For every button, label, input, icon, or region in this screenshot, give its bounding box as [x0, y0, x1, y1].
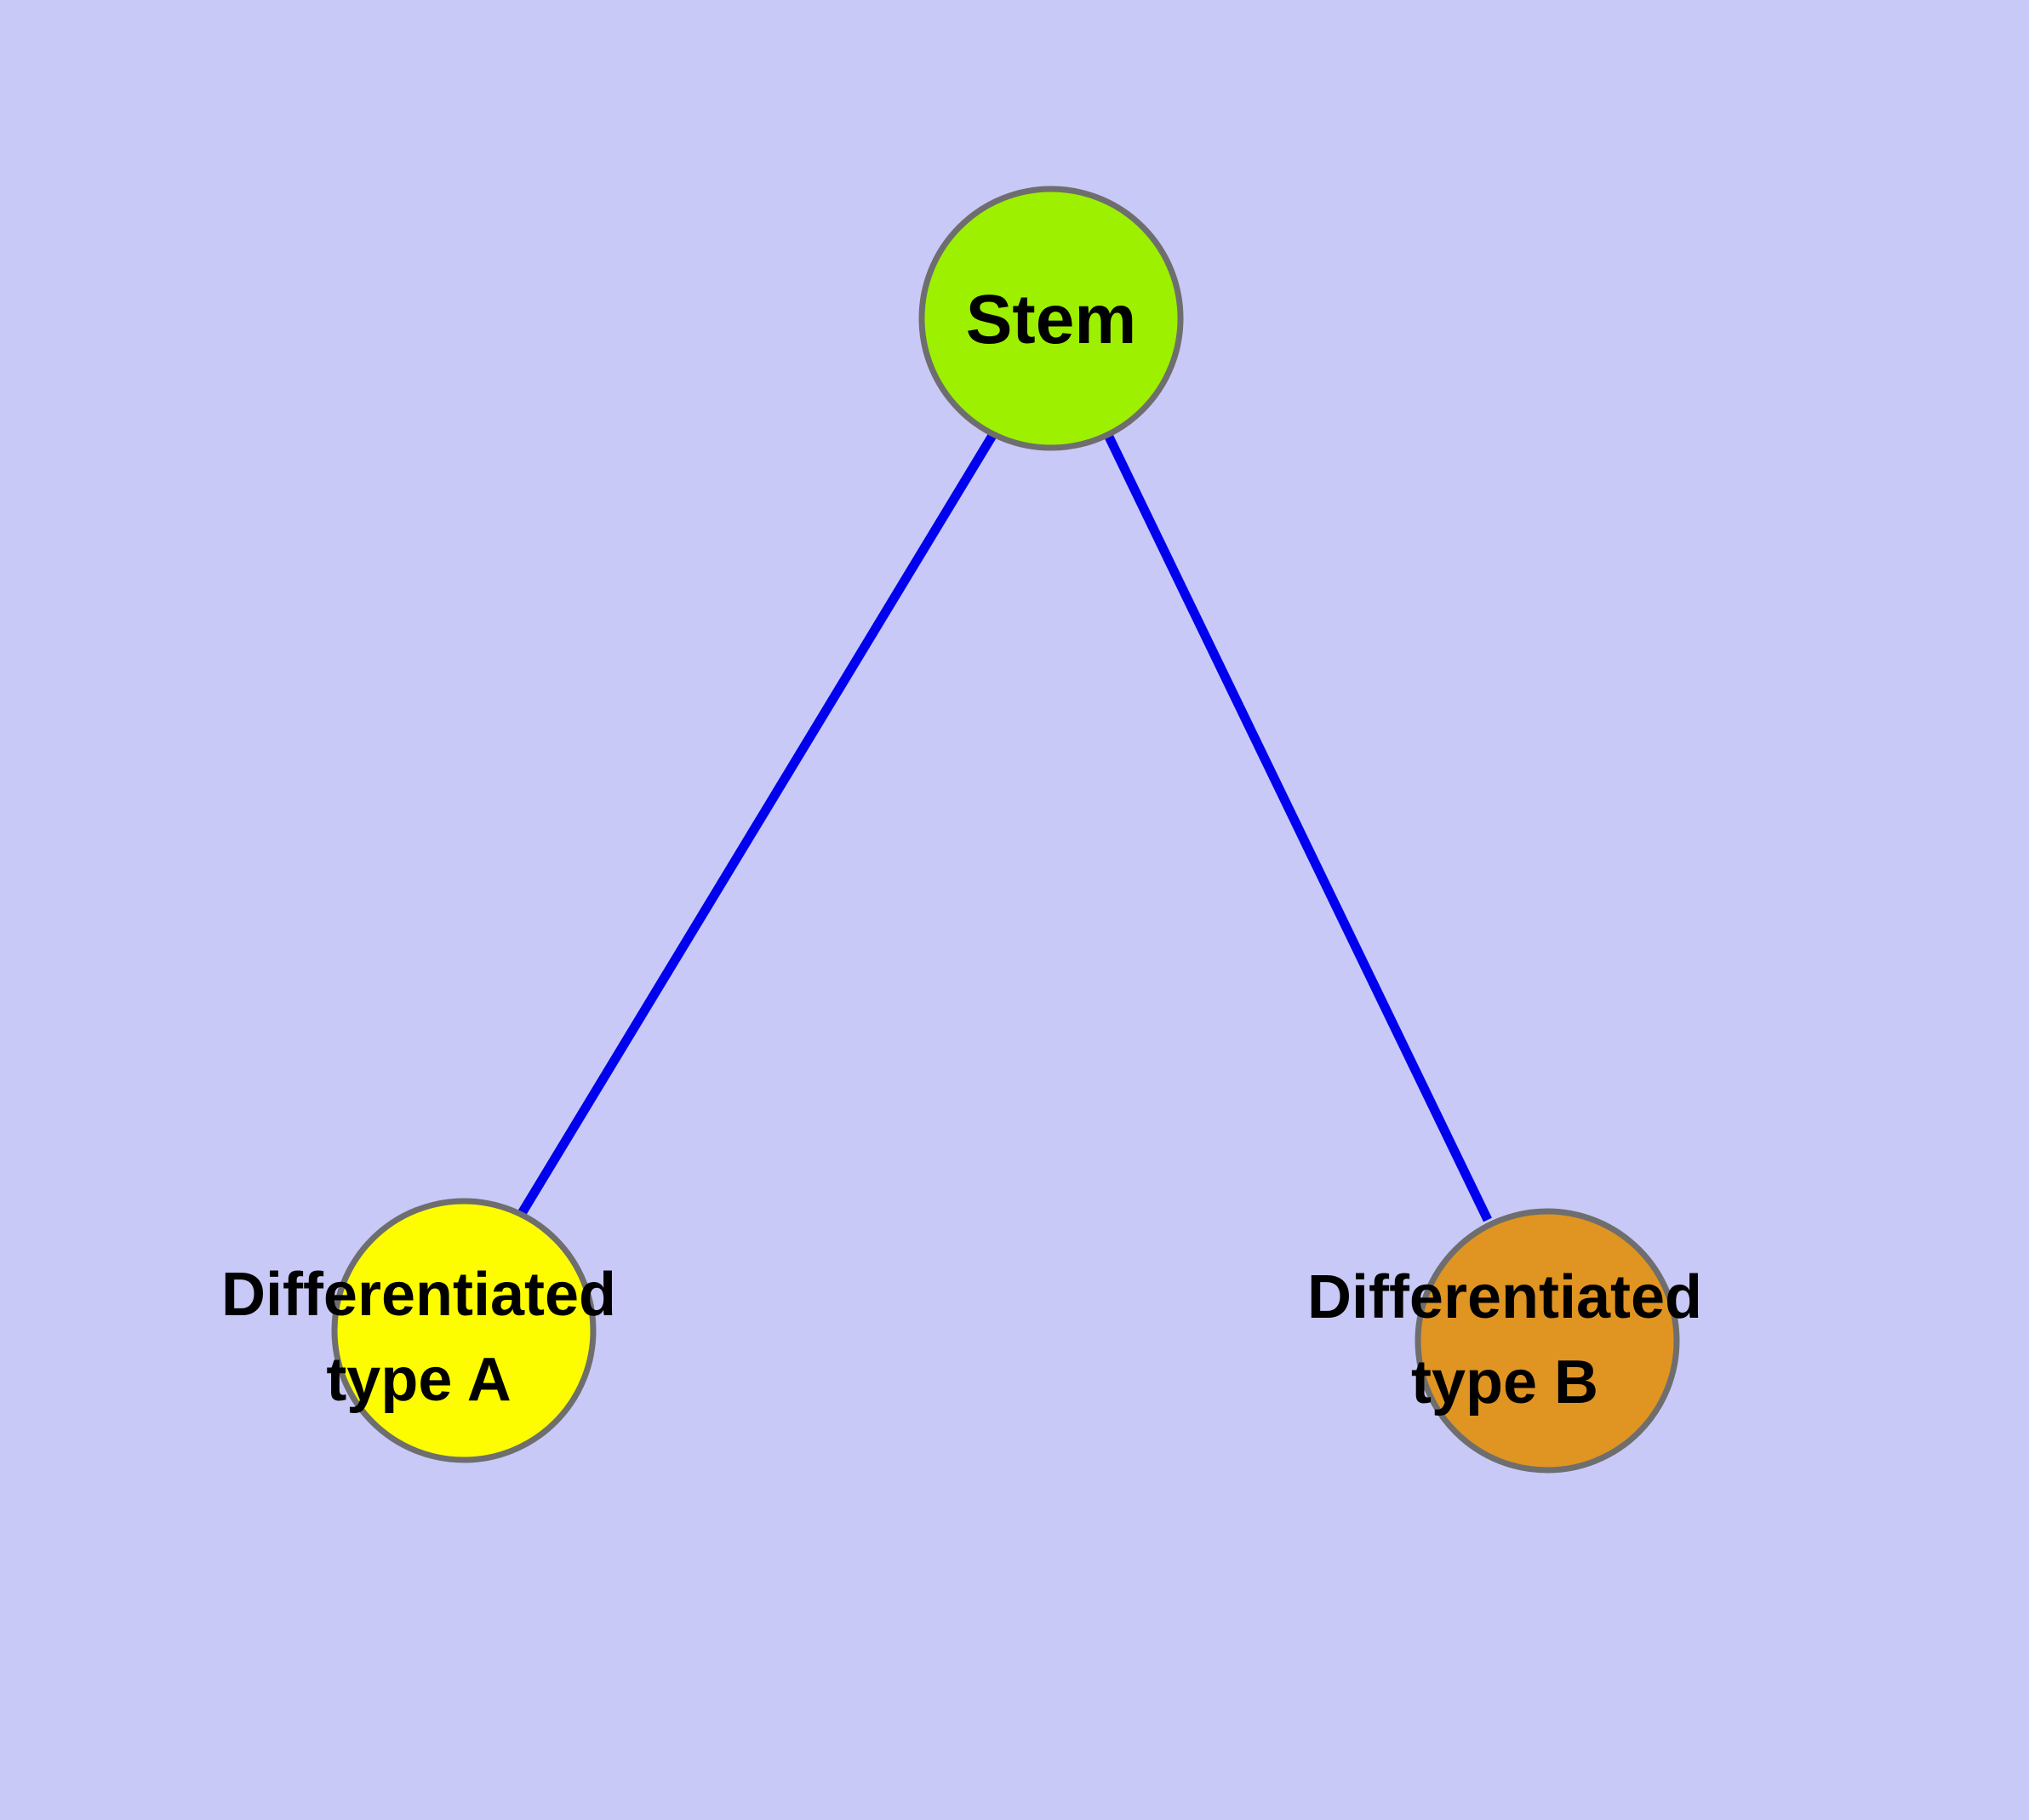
- label-layer: Stem Differentiated type A Differentiate…: [221, 281, 1702, 1417]
- edge-layer: [517, 432, 1492, 1222]
- node-circle-differentiated-type-b[interactable]: [1415, 1208, 1680, 1474]
- node-label-differentiated-type-b-line1: Differentiated: [1307, 1263, 1702, 1331]
- edge-stem-to-differentiated-type-a[interactable]: [517, 432, 997, 1217]
- node-stem[interactable]: [918, 186, 1184, 451]
- node-circle-differentiated-type-a[interactable]: [331, 1198, 597, 1463]
- node-differentiated-type-b[interactable]: [1415, 1208, 1680, 1474]
- node-circle-stem[interactable]: [918, 186, 1184, 451]
- node-label-differentiated-type-a-line1: Differentiated: [221, 1261, 616, 1329]
- node-label-differentiated-type-b-line2: type B: [1411, 1348, 1598, 1417]
- node-label-differentiated-type-a-line2: type A: [326, 1346, 511, 1414]
- edge-stem-to-differentiated-type-b[interactable]: [1104, 432, 1492, 1222]
- node-differentiated-type-a[interactable]: [331, 1198, 597, 1463]
- node-label-stem: Stem: [966, 281, 1137, 358]
